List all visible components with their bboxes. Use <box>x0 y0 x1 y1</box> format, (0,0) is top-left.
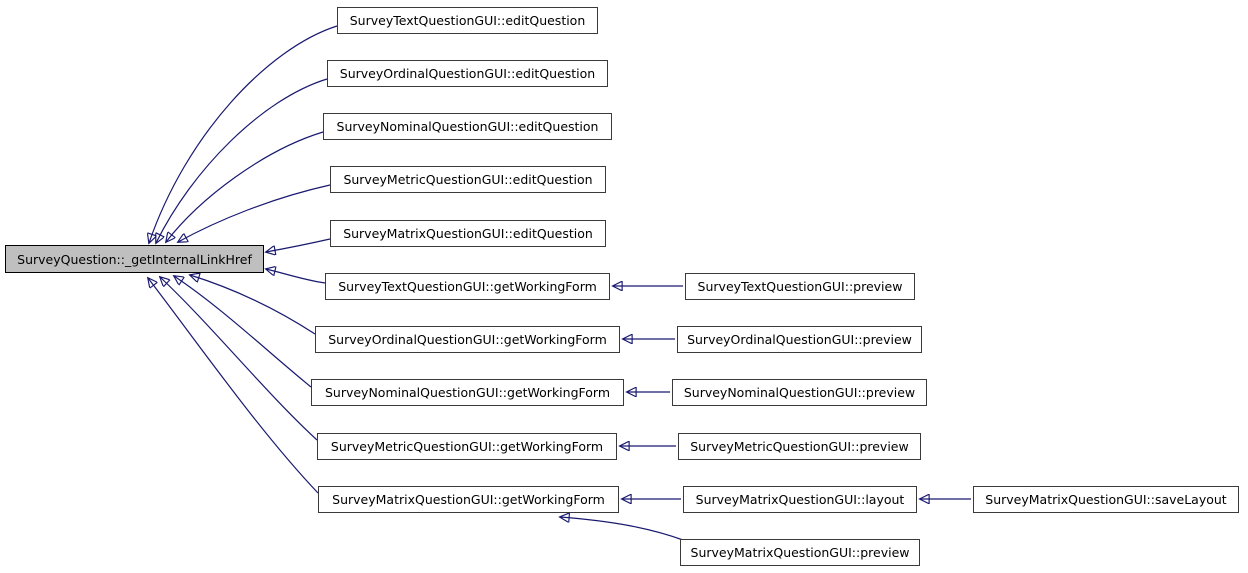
node-nominal-preview[interactable]: SurveyNominalQuestionGUI::preview <box>672 379 927 406</box>
edge-matrix-edit-to-central <box>266 238 331 252</box>
edge-metric-gwf-to-central <box>160 277 318 441</box>
edge-text-gwf-to-central <box>266 269 326 284</box>
node-ordinal-preview[interactable]: SurveyOrdinalQuestionGUI::preview <box>677 326 922 353</box>
node-matrix-edit-question[interactable]: SurveyMatrixQuestionGUI::editQuestion <box>330 220 606 247</box>
edge-text-edit-to-central <box>149 25 338 243</box>
edge-ordinal-gwf-to-central <box>190 275 316 335</box>
node-get-internal-link-href[interactable]: SurveyQuestion::_getInternalLinkHref <box>5 245 264 273</box>
edge-matrix-preview-to-gwf <box>560 517 684 541</box>
edge-ordinal-edit-to-central <box>156 78 328 243</box>
node-metric-edit-question[interactable]: SurveyMetricQuestionGUI::editQuestion <box>330 166 606 193</box>
node-matrix-layout[interactable]: SurveyMatrixQuestionGUI::layout <box>683 486 917 513</box>
node-matrix-preview[interactable]: SurveyMatrixQuestionGUI::preview <box>680 539 920 566</box>
node-matrix-get-working-form[interactable]: SurveyMatrixQuestionGUI::getWorkingForm <box>318 486 619 513</box>
node-metric-get-working-form[interactable]: SurveyMetricQuestionGUI::getWorkingForm <box>317 433 617 460</box>
edge-metric-edit-to-central <box>178 184 331 242</box>
node-text-get-working-form[interactable]: SurveyTextQuestionGUI::getWorkingForm <box>325 273 610 300</box>
node-ordinal-edit-question[interactable]: SurveyOrdinalQuestionGUI::editQuestion <box>327 60 608 87</box>
node-metric-preview[interactable]: SurveyMetricQuestionGUI::preview <box>678 433 921 460</box>
edge-matrix-gwf-to-central <box>148 278 319 494</box>
edge-nominal-edit-to-central <box>166 131 324 242</box>
edge-nominal-gwf-to-central <box>174 276 312 388</box>
node-text-edit-question[interactable]: SurveyTextQuestionGUI::editQuestion <box>337 7 598 34</box>
node-matrix-save-layout[interactable]: SurveyMatrixQuestionGUI::saveLayout <box>973 486 1239 513</box>
node-text-preview[interactable]: SurveyTextQuestionGUI::preview <box>685 273 915 300</box>
node-ordinal-get-working-form[interactable]: SurveyOrdinalQuestionGUI::getWorkingForm <box>315 326 620 353</box>
node-nominal-edit-question[interactable]: SurveyNominalQuestionGUI::editQuestion <box>323 113 612 140</box>
node-nominal-get-working-form[interactable]: SurveyNominalQuestionGUI::getWorkingForm <box>311 379 624 406</box>
